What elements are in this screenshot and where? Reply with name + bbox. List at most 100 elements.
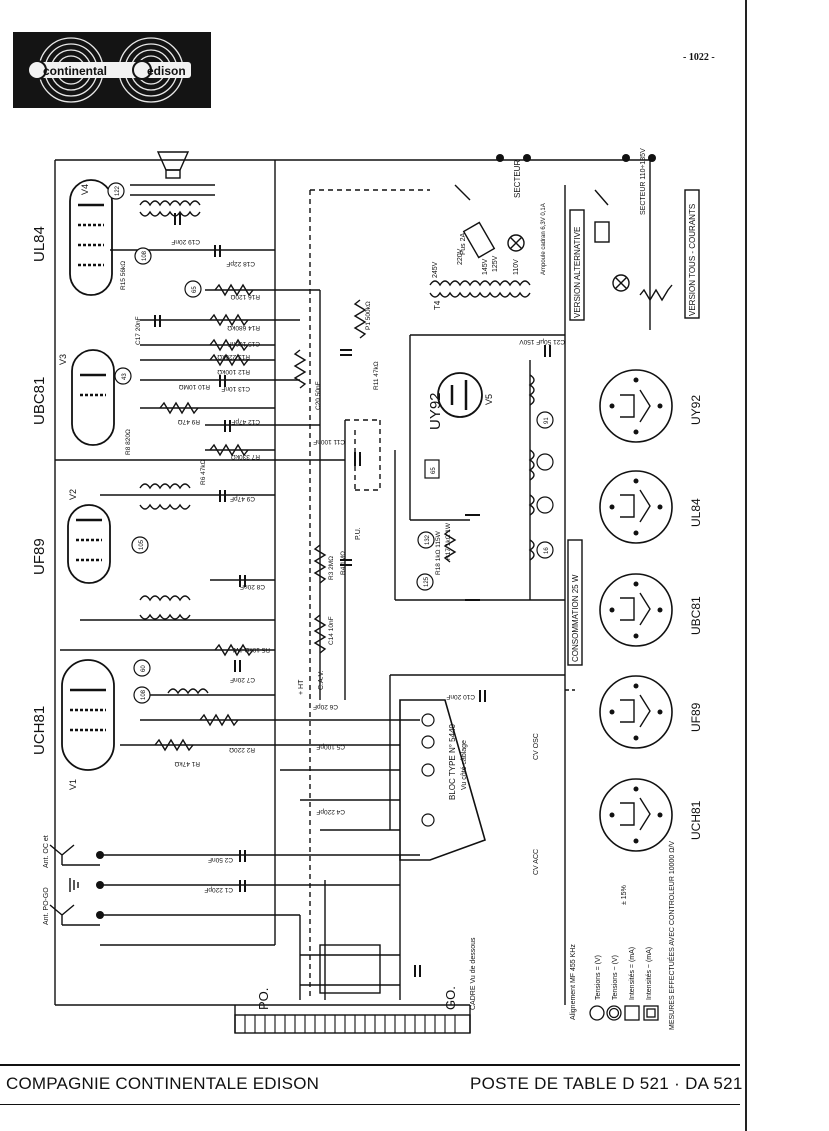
schematic-diagram: BLOC TYPE N° 5440 Vu côté câblage VERSIO… (31, 148, 703, 1034)
component-label: C14 10nF (328, 616, 335, 645)
component-label: C20 50nF (315, 381, 322, 410)
test-point-value: 65 (431, 467, 437, 474)
component-label: R8 820Ω (125, 429, 132, 455)
tube-base-label: UF89 (689, 702, 703, 732)
component-label: C7 20nF (230, 676, 255, 683)
component-label: R6 47kΩ (200, 459, 207, 485)
po-label: PO. (256, 988, 271, 1010)
component-label: P1 500kΩ (365, 301, 372, 330)
fus-label: Fus 2A (460, 232, 467, 255)
tube-v2-ref: V2 (68, 489, 78, 500)
tube-base-uf89 (599, 675, 673, 749)
tube-v5-ref: V5 (484, 394, 494, 405)
component-label: R3 2MΩ (328, 556, 335, 580)
component-label: R2 220Ω (229, 746, 255, 753)
tube-v1-symbol (61, 659, 115, 771)
tube-base-label: UCH81 (689, 800, 703, 840)
component-label: R13 220kΩ (217, 353, 250, 360)
go-label: GO. (443, 986, 458, 1010)
component-label: C19 20nF (171, 238, 200, 245)
cv-osc-label: CV OSC (533, 733, 540, 760)
pu-label: P.U. (355, 527, 362, 540)
legend-entry: Tensions = (V) (595, 955, 602, 1000)
tube-v1-type: UCH81 (31, 706, 48, 755)
brand-logo: continental edison (13, 32, 211, 108)
ampoule-label: Ampoule cadran 6,3V 0,1A (541, 203, 547, 275)
component-label: C4 220pF (316, 808, 345, 815)
footer-bottom-rule (0, 1104, 740, 1105)
component-label: R10 10MΩ (179, 383, 210, 390)
legend-entry: Intensités = (mA) (629, 947, 636, 1000)
test-point-value: 122 (115, 185, 121, 196)
tube-v5-type: UY92 (427, 392, 444, 430)
component-label: C9 47pF (230, 495, 255, 502)
component-label: C6 20pF (313, 703, 338, 710)
component-label: R16 120Ω (230, 293, 260, 300)
component-label: R18 1kΩ 115W (435, 530, 442, 575)
version-alt-label: VERSION ALTERNATIVE (573, 227, 582, 318)
footer-rule (0, 1064, 740, 1066)
component-label: R11 47kΩ (373, 361, 380, 390)
component-label: R14 680kΩ (227, 324, 260, 331)
tube-v2-symbol (67, 504, 111, 584)
tube-base-ul84 (599, 470, 673, 544)
bloc-label: BLOC TYPE N° 5440 (448, 723, 457, 800)
test-point-value: 108 (142, 250, 148, 261)
tube-base-uy92 (599, 369, 673, 443)
component-label: C11 100nF (313, 438, 345, 445)
component-label: R7 330kΩ (231, 453, 260, 460)
component-label: R4 1MΩ (340, 551, 347, 575)
tube-v4-symbol (69, 179, 113, 296)
component-label: C17 20nF (135, 316, 142, 345)
tube-v1-ref: V1 (68, 779, 78, 790)
component-label: C8 20nF (240, 583, 265, 590)
secteur-ac-label: SECTEUR (513, 160, 522, 198)
component-label: C5 100pF (316, 743, 345, 750)
component-label: R1 47kΩ (174, 760, 200, 767)
test-point-value: 91 (544, 417, 550, 424)
component-label: C2 50nF (208, 856, 233, 863)
component-label: R5 10kΩ 1W (232, 646, 270, 653)
legend-tolerance: ± 15% (621, 885, 628, 905)
component-label: R9 47Ω (178, 418, 200, 425)
tap-label: 220V (457, 248, 464, 265)
tube-v2-type: UF89 (31, 538, 48, 575)
test-point-value: 60 (141, 665, 147, 672)
test-point-value: 16 (544, 547, 550, 554)
component-label: C10 20nF (446, 693, 475, 700)
test-point-value: 43 (122, 373, 128, 380)
legend-entry: Tensions ~ (V) (612, 955, 619, 1000)
component-label: C12 47pF (231, 418, 260, 425)
tube-v3-ref: V3 (58, 354, 68, 365)
brand-right-text: edison (147, 64, 186, 78)
tube-base-label: UY92 (689, 395, 703, 425)
component-label: C15 100nF (228, 340, 260, 347)
brand-left-text: continental (43, 64, 107, 78)
cv-acc-label: CV ACC (533, 849, 540, 875)
tube-v4-type: UL84 (31, 226, 48, 262)
consommation-label: CONSOMMATION 25 W (571, 574, 580, 662)
ht-label: + HT (298, 679, 305, 695)
alignement-label: Alignement MF 455 KHz (570, 944, 577, 1020)
tap-label: 145V (482, 258, 489, 275)
test-point-value: 108 (141, 689, 147, 700)
test-point-value: 125 (424, 576, 430, 587)
cadre-label: CADRE Vu de dessous (470, 937, 477, 1010)
model-name: POSTE DE TABLE D 521 · DA 521 (470, 1074, 743, 1093)
legend-entry: Intensités ~ (mA) (646, 947, 653, 1000)
secteur-dc-label: SECTEUR 110÷135V (640, 148, 647, 215)
tap-label: 110V (513, 259, 520, 275)
component-label: R17 1kΩ 1W (445, 522, 452, 560)
component-label: C13 10nF (221, 385, 250, 392)
margin-rule (745, 0, 747, 1131)
component-label: C18 22pF (226, 260, 255, 267)
bloc-sub-label: Vu côté câblage (461, 740, 468, 790)
company-name: COMPAGNIE CONTINENTALE EDISON (6, 1074, 320, 1093)
tube-base-label: UBC81 (689, 596, 703, 635)
component-label: C21 50µF 150V (519, 338, 565, 345)
component-label: C1 220pF (204, 886, 233, 893)
tube-base-ubc81 (599, 573, 673, 647)
version-tc-label: VERSION TOUS - COURANTS (688, 204, 697, 316)
tube-v4-ref: V4 (80, 184, 90, 195)
tube-v5-symbol (437, 372, 483, 418)
